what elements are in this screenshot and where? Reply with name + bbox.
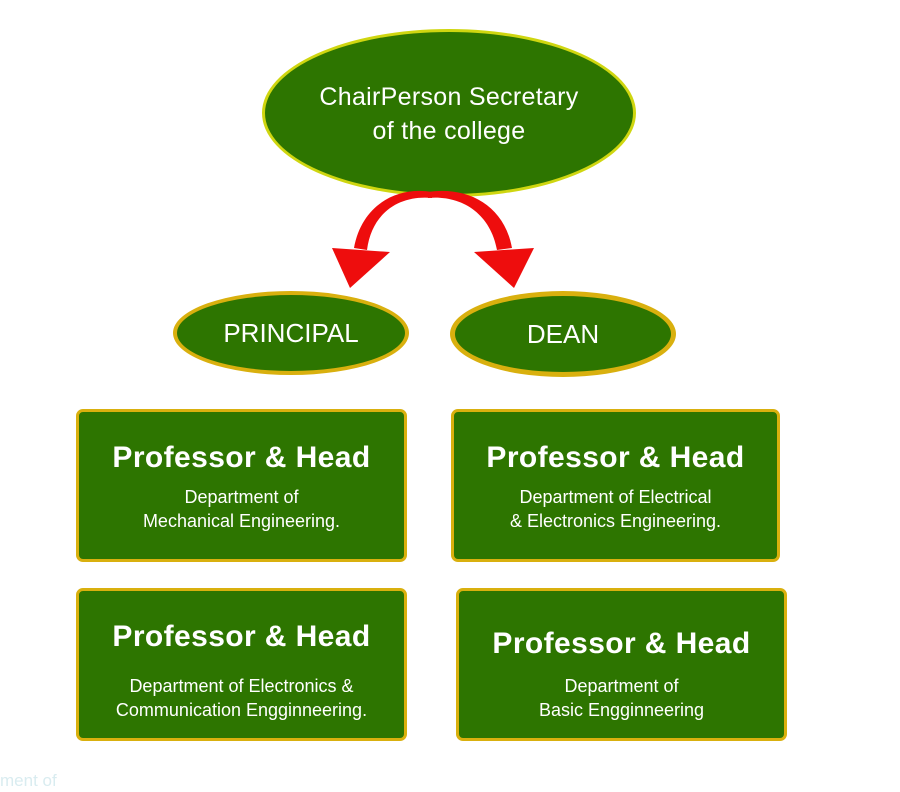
- dean-node: DEAN: [450, 291, 676, 377]
- principal-node: PRINCIPAL: [173, 291, 409, 375]
- faded-caption: ment of: [0, 771, 57, 790]
- chairperson-line-2: of the college: [372, 117, 526, 145]
- branch-arrows: [332, 190, 534, 288]
- dept-line-2: & Electronics Engineering.: [509, 511, 722, 531]
- arrow-to-principal: [354, 190, 432, 250]
- box-department: Department of Electrical & Electronics E…: [454, 485, 777, 533]
- dept-line-1: Department of: [184, 487, 299, 507]
- basic-engineering-head-box: Professor & Head Department of Basic Eng…: [456, 588, 787, 741]
- box-title: Professor & Head: [486, 441, 745, 474]
- chairperson-node: ChairPerson Secretary of the college: [262, 29, 636, 197]
- box-title: Professor & Head: [112, 620, 371, 653]
- arrow-to-dean: [428, 190, 512, 250]
- box-department: Department of Electronics & Communicatio…: [79, 674, 404, 722]
- dept-line-2: Communication Engginneering.: [115, 700, 368, 720]
- dean-label: DEAN: [526, 318, 600, 349]
- chairperson-line-1: ChairPerson Secretary: [319, 83, 579, 111]
- mechanical-head-box: Professor & Head Department of Mechanica…: [76, 409, 407, 562]
- principal-label: PRINCIPAL: [223, 317, 359, 348]
- box-title: Professor & Head: [112, 441, 371, 474]
- box-department: Department of Basic Engginneering: [459, 674, 784, 722]
- dept-line-2: Basic Engginneering: [538, 700, 705, 720]
- arrow-head-dean: [474, 248, 534, 288]
- dept-line-2: Mechanical Engineering.: [142, 511, 341, 531]
- box-department: Department of Mechanical Engineering.: [79, 485, 404, 533]
- electrical-head-box: Professor & Head Department of Electrica…: [451, 409, 780, 562]
- dept-line-1: Department of Electronics &: [129, 676, 354, 696]
- dept-line-1: Department of: [564, 676, 679, 696]
- dept-line-1: Department of Electrical: [519, 487, 712, 507]
- box-title: Professor & Head: [492, 627, 751, 660]
- electronics-head-box: Professor & Head Department of Electroni…: [76, 588, 407, 741]
- arrow-head-principal: [332, 248, 390, 288]
